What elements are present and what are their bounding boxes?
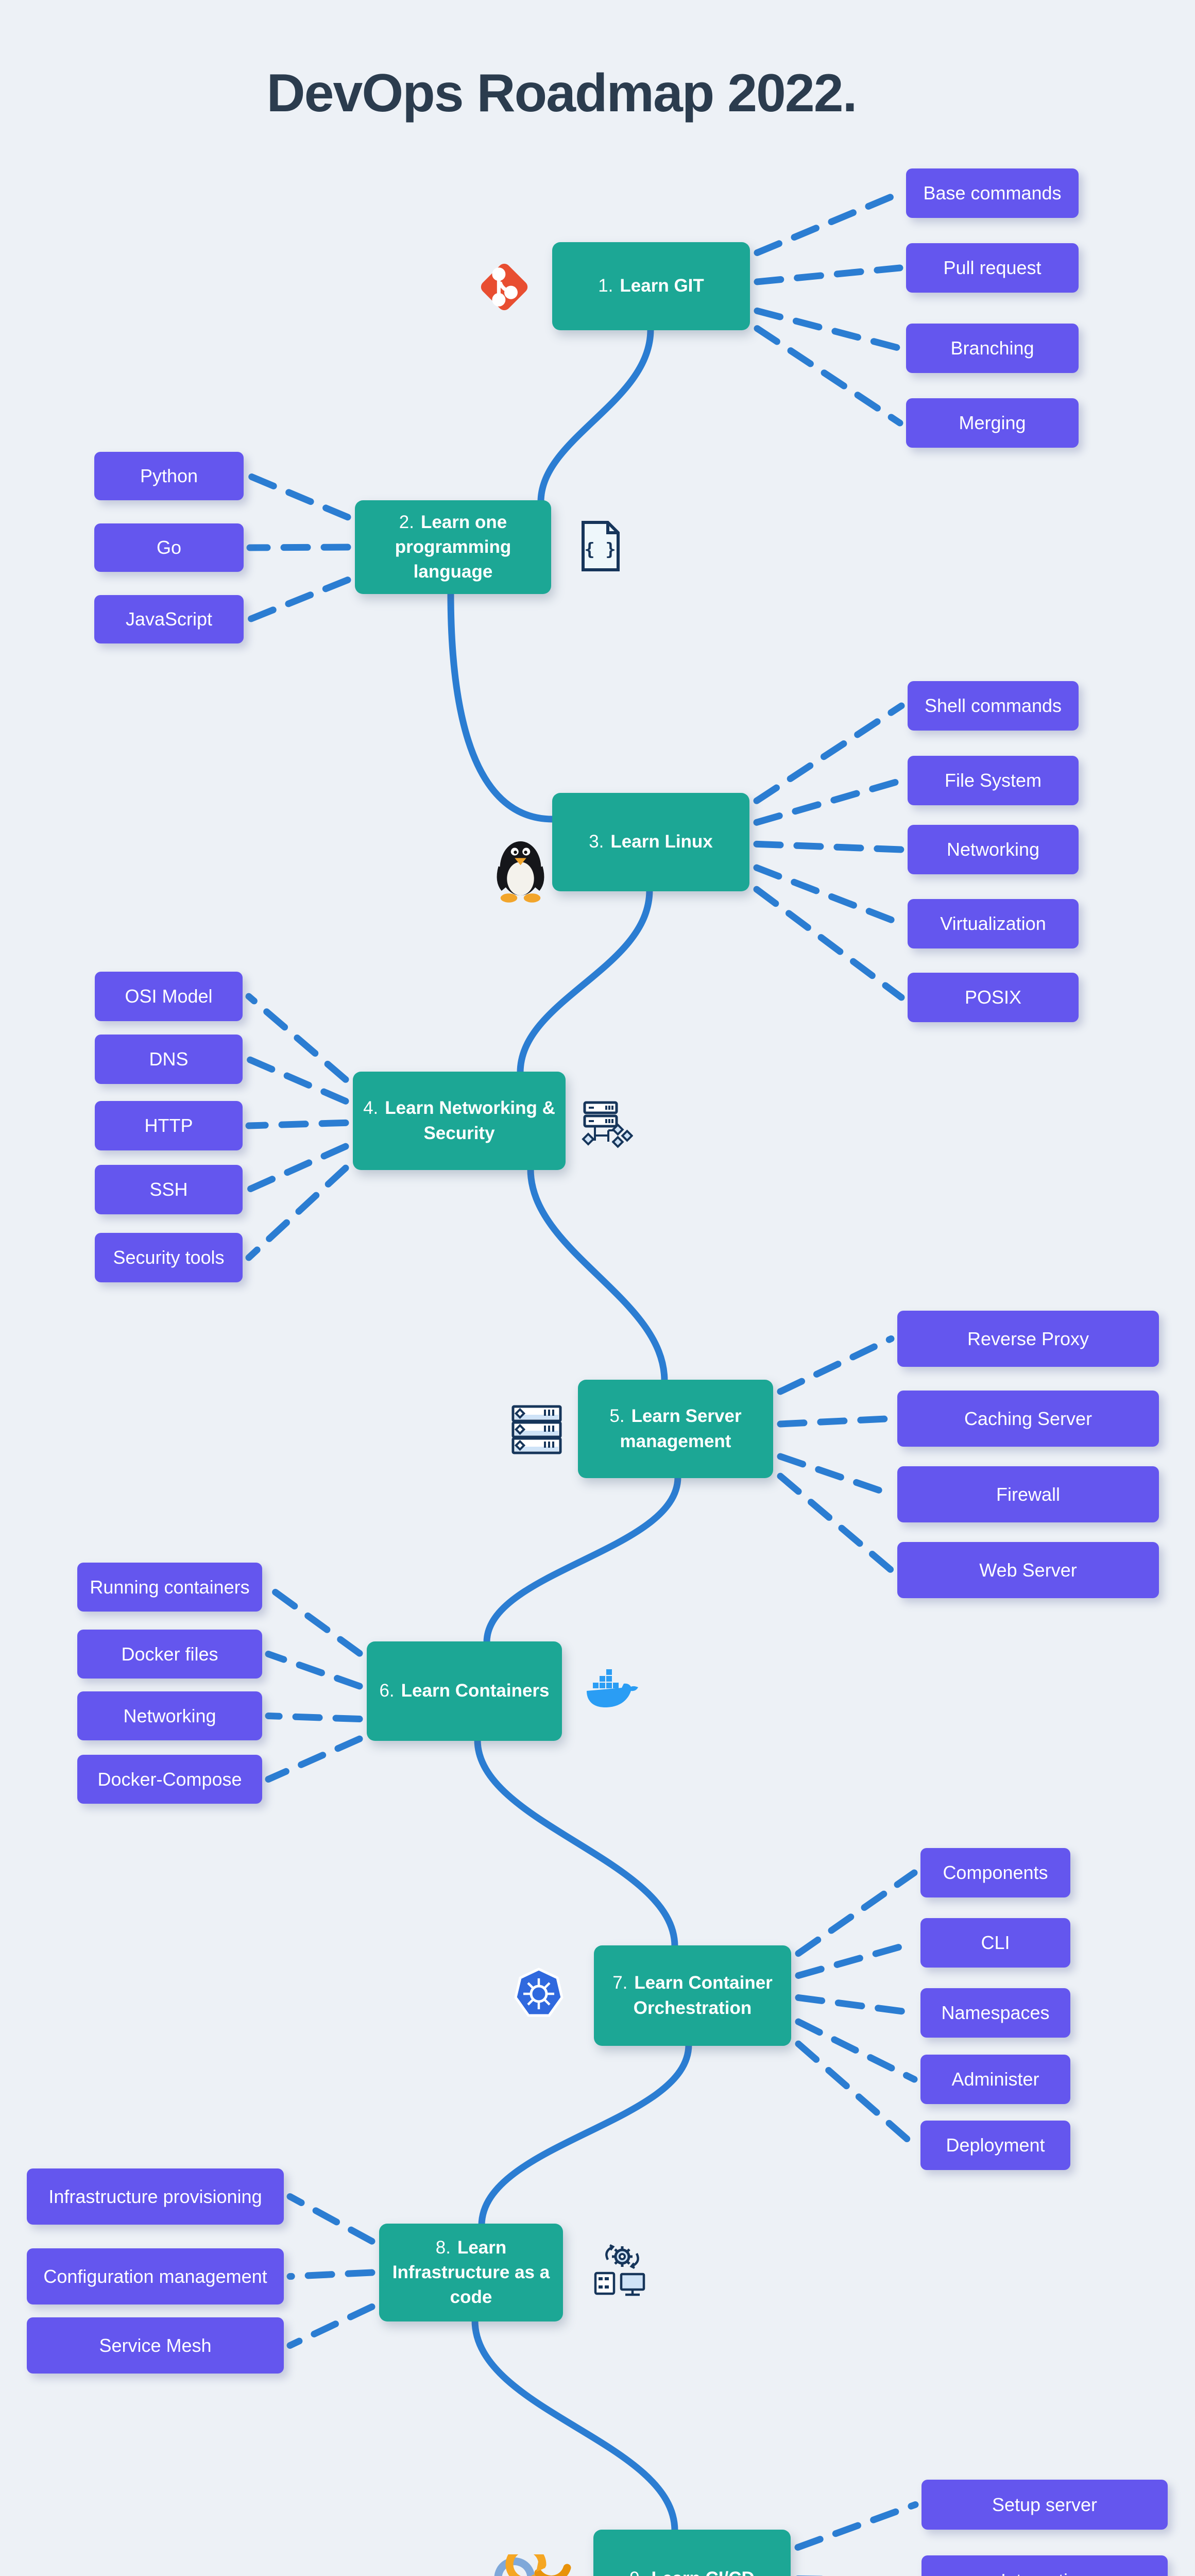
page-title: DevOps Roadmap 2022. — [266, 63, 858, 123]
satellite-box: SSH — [95, 1165, 243, 1214]
satellite-box: Configuration management — [27, 2248, 284, 2304]
node-label: Learn Container Orchestration — [633, 1973, 773, 2018]
satellite-box: Running containers — [77, 1563, 262, 1612]
code-file-icon: { } — [577, 519, 623, 573]
satellite-box: Setup server — [921, 2480, 1168, 2530]
node-label: Learn one programming language — [395, 512, 511, 582]
satellite-box: Pull request — [906, 243, 1079, 293]
satellite-box: DNS — [95, 1035, 243, 1084]
satellite-box: Namespaces — [920, 1988, 1070, 2038]
node-number: 3. — [589, 832, 604, 852]
kubernetes-icon — [514, 1967, 564, 2019]
satellite-box: HTTP — [95, 1101, 243, 1150]
node-label: Learn CI/CD — [651, 2568, 754, 2576]
node-learn-programming-language: 2.Learn one programming language — [355, 500, 551, 594]
node-number: 5. — [609, 1406, 625, 1427]
node-number: 6. — [379, 1681, 395, 1701]
node-number: 8. — [435, 2237, 451, 2258]
satellite-box: Go — [94, 523, 244, 572]
satellite-box: Base commands — [906, 168, 1079, 218]
satellite-box: Administer — [920, 2055, 1070, 2104]
svg-text:{ }: { } — [584, 539, 616, 560]
server-stack-icon — [509, 1402, 565, 1457]
node-learn-infrastructure-as-code: 8.Learn Infrastructure as a code — [379, 2224, 563, 2321]
satellite-box: File System — [908, 756, 1079, 805]
satellite-box: Reverse Proxy — [897, 1311, 1159, 1367]
spine-curve — [447, 326, 692, 2534]
satellite-box: Networking — [908, 825, 1079, 874]
satellite-box: Python — [94, 452, 244, 500]
node-number: 4. — [363, 1098, 379, 1118]
satellite-box: Infrastructure provisioning — [27, 2168, 284, 2225]
satellite-box: OSI Model — [95, 972, 243, 1021]
devops-loop-icon — [487, 2554, 579, 2576]
satellite-box: JavaScript — [94, 595, 244, 643]
node-learn-linux: 3. Learn Linux — [552, 793, 749, 891]
satellite-box: Shell commands — [908, 681, 1079, 731]
satellite-box: Merging — [906, 398, 1079, 448]
satellite-box: CLI — [920, 1918, 1070, 1968]
satellite-box: Networking — [77, 1691, 262, 1740]
docker-whale-icon — [584, 1667, 638, 1715]
node-label: Learn Linux — [610, 832, 713, 852]
satellite-box: Deployment — [920, 2121, 1070, 2170]
node-learn-container-orchestration: 7.Learn Container Orchestration — [594, 1945, 791, 2046]
linux-tux-icon — [488, 828, 553, 906]
network-security-icon — [579, 1096, 633, 1153]
node-label: Learn Infrastructure as a code — [392, 2237, 550, 2308]
satellite-box: Web Server — [897, 1542, 1159, 1598]
node-learn-server-management: 5.Learn Server management — [578, 1380, 773, 1478]
node-learn-git: 1. Learn GIT — [552, 242, 750, 330]
satellite-box: Docker files — [77, 1630, 262, 1679]
satellite-box: Integration — [921, 2555, 1168, 2576]
node-learn-networking-security: 4. Learn Networking & Security — [353, 1072, 566, 1170]
satellite-box: Service Mesh — [27, 2317, 284, 2374]
node-label: Learn Networking & Security — [385, 1098, 555, 1143]
satellite-box: Security tools — [95, 1233, 243, 1282]
node-number: 7. — [612, 1973, 628, 1993]
node-learn-cicd: 9. Learn CI/CD — [593, 2530, 791, 2576]
satellite-box: Virtualization — [908, 899, 1079, 948]
gear-automation-icon — [592, 2242, 649, 2300]
satellite-box: POSIX — [908, 973, 1079, 1022]
node-number: 9. — [629, 2568, 644, 2576]
dashed-branch-lines — [245, 190, 919, 2576]
node-number: 1. — [598, 276, 613, 296]
node-label: Learn GIT — [620, 276, 704, 296]
satellite-box: Firewall — [897, 1466, 1159, 1522]
node-learn-containers: 6. Learn Containers — [367, 1641, 562, 1741]
satellite-box: Components — [920, 1848, 1070, 1897]
node-number: 2. — [399, 512, 414, 532]
git-icon — [474, 257, 535, 317]
node-label: Learn Server management — [620, 1406, 742, 1451]
satellite-box: Docker-Compose — [77, 1755, 262, 1804]
satellite-box: Caching Server — [897, 1391, 1159, 1447]
node-label: Learn Containers — [401, 1681, 550, 1701]
satellite-box: Branching — [906, 324, 1079, 373]
